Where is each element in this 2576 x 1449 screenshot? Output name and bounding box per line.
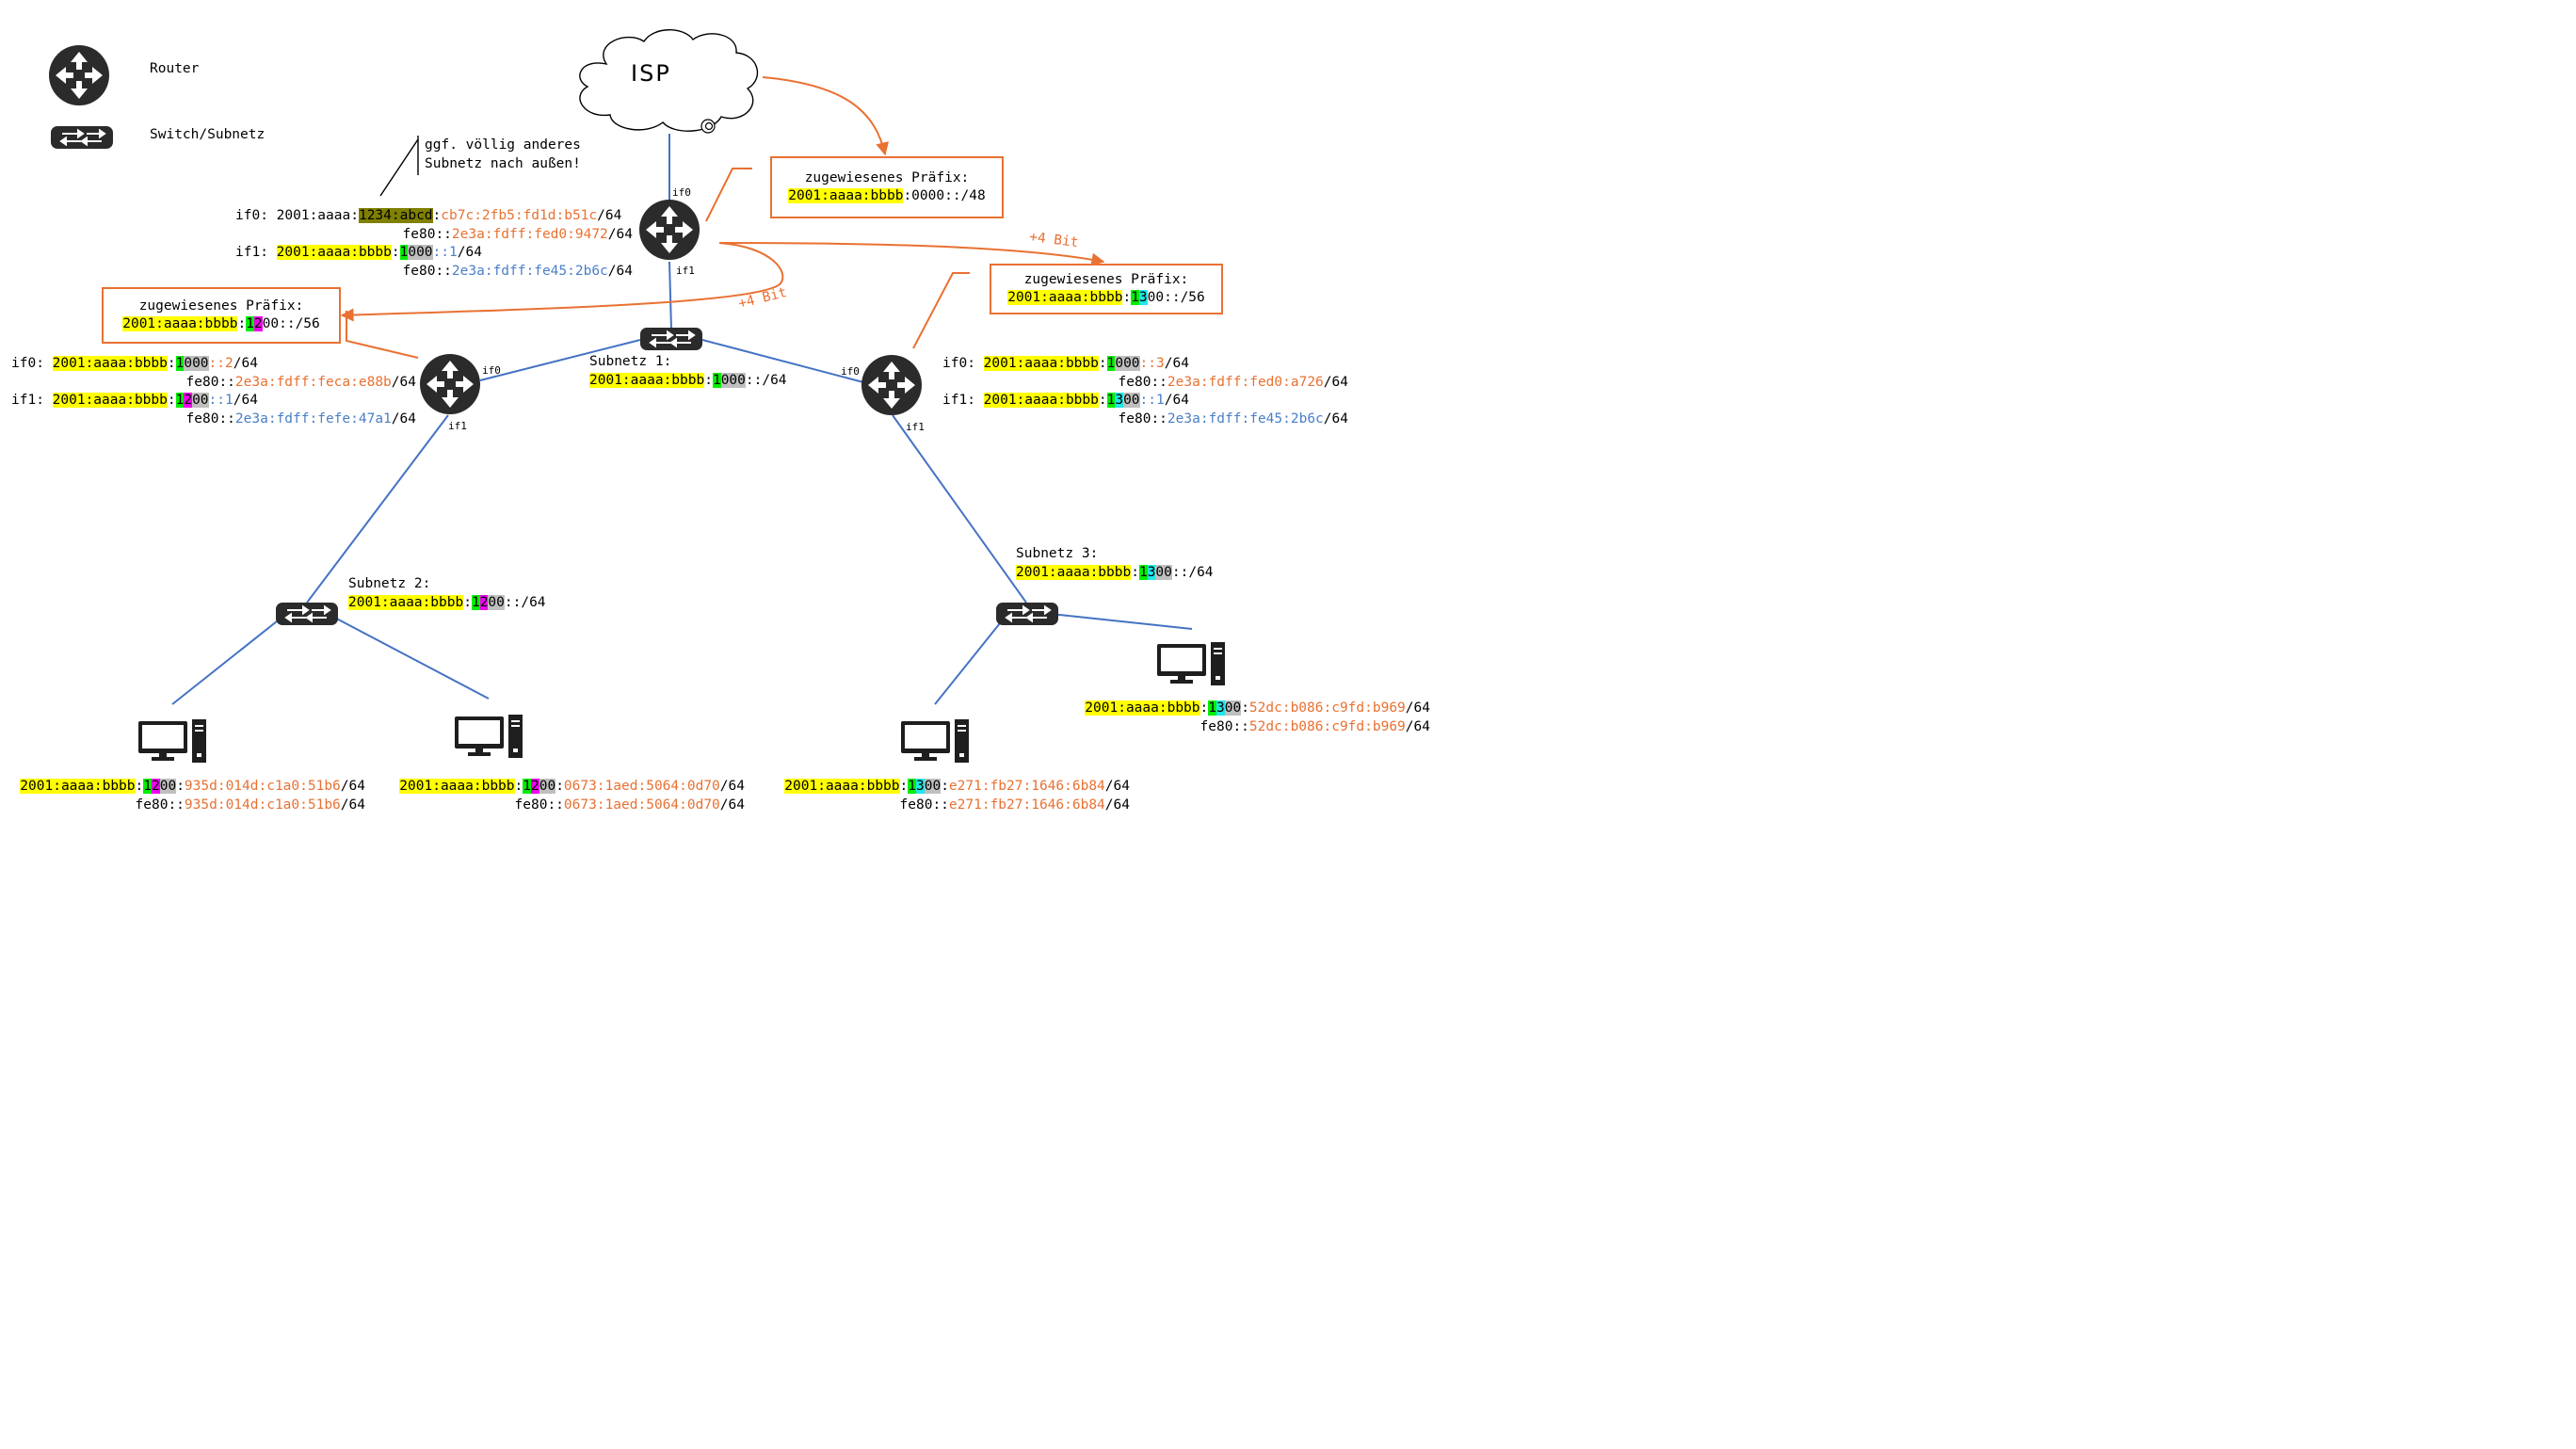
top-router-if0-address: if0: 2001:aaaa:1234:abcd:cb7c:2fb5:fd1d:… — [235, 208, 622, 223]
left-prefix-value: 2001:aaaa:bbbb:1200::/56 — [122, 316, 320, 331]
link-switch1-right-router — [701, 339, 864, 383]
left-router-if1-linklocal: fe80::2e3a:fdff:fefe:47a1/64 — [185, 411, 416, 427]
callout-left-router — [346, 311, 419, 359]
right-prefix-box: zugewiesenes Präfix: 2001:aaaa:bbbb:1300… — [990, 264, 1223, 314]
switch2-icon — [276, 603, 338, 625]
network-diagram: Router Switch/Subnetz ISP ggf. völlig an… — [0, 0, 1465, 823]
top-router-if0-linklocal: fe80::2e3a:fdff:fed0:9472/64 — [402, 227, 633, 242]
left-router-if0-address: if0: 2001:aaaa:bbbb:1000::2/64 — [11, 356, 258, 371]
host4-linklocal: fe80::52dc:b086:c9fd:b969/64 — [1199, 719, 1430, 734]
subnet1-title: Subnetz 1: — [589, 354, 672, 369]
host4-computer-icon — [1157, 642, 1225, 685]
arrow-isp-to-top-box — [762, 76, 890, 156]
legend-router-icon — [49, 45, 109, 105]
link-right-router-switch3 — [892, 414, 1027, 604]
isp-label: ISP — [631, 60, 671, 87]
top-prefix-title: zugewiesenes Präfix: — [804, 169, 970, 185]
arrow-to-right-box — [718, 242, 1105, 266]
host3-computer-icon — [901, 719, 969, 763]
link-top-router-switch1 — [668, 261, 672, 330]
top-router-if1-port: if1 — [676, 265, 695, 277]
note-line2: Subnetz nach außen! — [425, 156, 581, 171]
host1-linklocal: fe80::935d:014d:c1a0:51b6/64 — [135, 797, 365, 813]
left-prefix-box: zugewiesenes Präfix: 2001:aaaa:bbbb:1200… — [102, 287, 341, 344]
legend-router-label: Router — [150, 61, 200, 76]
top-prefix-box: zugewiesenes Präfix: 2001:aaaa:bbbb:0000… — [770, 156, 1004, 218]
link-switch3-host4 — [1050, 613, 1193, 630]
note-pointer — [379, 138, 419, 197]
legend-switch-icon — [51, 126, 113, 149]
left-router-if1-address: if1: 2001:aaaa:bbbb:1200::1/64 — [11, 393, 258, 408]
top-router-icon — [639, 200, 700, 260]
host1-computer-icon — [138, 719, 206, 763]
host3-address: 2001:aaaa:bbbb:1300:e271:fb27:1646:6b84/… — [784, 779, 1130, 794]
link-switch2-host1 — [171, 613, 287, 705]
host4-address: 2001:aaaa:bbbb:1300:52dc:b086:c9fd:b969/… — [1085, 700, 1430, 716]
subnet3-prefix: 2001:aaaa:bbbb:1300::/64 — [1016, 565, 1214, 580]
right-prefix-value: 2001:aaaa:bbbb:1300::/56 — [1007, 290, 1205, 305]
link-switch1-left-router — [479, 339, 641, 381]
host3-linklocal: fe80::e271:fb27:1646:6b84/64 — [899, 797, 1130, 813]
top-router-if0-port: if0 — [672, 186, 691, 199]
right-prefix-title: zugewiesenes Präfix: — [1023, 271, 1189, 287]
subnet2-title: Subnetz 2: — [348, 576, 431, 591]
legend-switch-label: Switch/Subnetz — [150, 127, 266, 142]
top-router-if1-address: if1: 2001:aaaa:bbbb:1000::1/64 — [235, 245, 482, 260]
right-router-if1-linklocal: fe80::2e3a:fdff:fe45:2b6c/64 — [1118, 411, 1348, 427]
left-router-if0-linklocal: fe80::2e3a:fdff:feca:e88b/64 — [185, 375, 416, 390]
callout-right-router — [912, 272, 970, 349]
left-prefix-title: zugewiesenes Präfix: — [138, 298, 304, 314]
left-router-icon — [420, 354, 480, 414]
link-switch3-host3 — [934, 613, 1008, 705]
switch1-icon — [640, 328, 702, 350]
right-router-if1-port: if1 — [906, 421, 925, 433]
link-switch2-host2 — [327, 613, 490, 700]
subnet2-prefix: 2001:aaaa:bbbb:1200::/64 — [348, 595, 546, 610]
right-router-if0-port: if0 — [841, 365, 860, 378]
right-router-if0-linklocal: fe80::2e3a:fdff:fed0:a726/64 — [1118, 375, 1348, 390]
isp-cloud-icon — [579, 29, 759, 134]
top-router-if1-linklocal: fe80::2e3a:fdff:fe45:2b6c/64 — [402, 264, 633, 279]
left-router-if1-port: if1 — [448, 420, 467, 432]
wires-layer — [171, 76, 1193, 705]
host2-address: 2001:aaaa:bbbb:1200:0673:1aed:5064:0d70/… — [399, 779, 745, 794]
host1-address: 2001:aaaa:bbbb:1200:935d:014d:c1a0:51b6/… — [20, 779, 365, 794]
host2-linklocal: fe80::0673:1aed:5064:0d70/64 — [514, 797, 745, 813]
host2-computer-icon — [455, 715, 523, 758]
switch3-icon — [996, 603, 1058, 625]
left-router-if0-port: if0 — [482, 364, 501, 377]
right-router-if0-address: if0: 2001:aaaa:bbbb:1000::3/64 — [942, 356, 1189, 371]
arrow-to-left-box — [340, 242, 784, 322]
subnet1-prefix: 2001:aaaa:bbbb:1000::/64 — [589, 373, 787, 388]
top-prefix-value: 2001:aaaa:bbbb:0000::/48 — [788, 188, 986, 203]
right-router-if1-address: if1: 2001:aaaa:bbbb:1300::1/64 — [942, 393, 1189, 408]
subnet3-title: Subnetz 3: — [1016, 546, 1099, 561]
callout-top-router — [705, 168, 752, 222]
note-line1: ggf. völlig anderes — [425, 137, 581, 153]
link-left-router-switch2 — [306, 414, 449, 604]
right-router-icon — [861, 355, 922, 415]
